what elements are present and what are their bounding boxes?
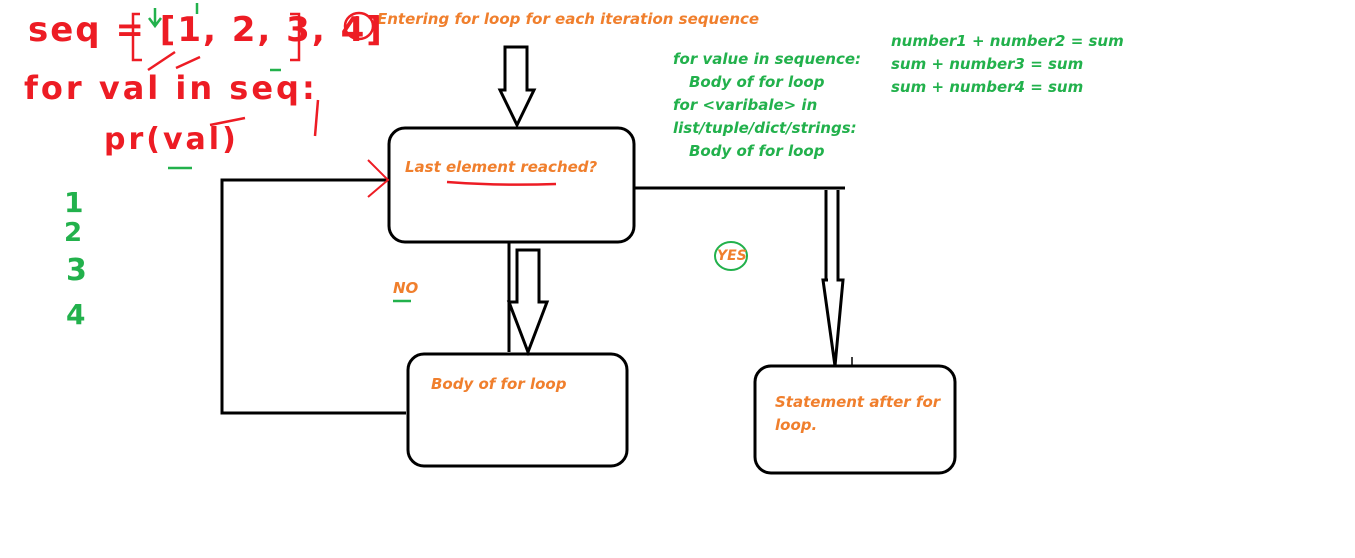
element-underline bbox=[446, 180, 557, 186]
syntax-line: for value in sequence: bbox=[673, 50, 862, 68]
output-value: 2 bbox=[64, 218, 83, 248]
body-label: Body of for loop bbox=[431, 375, 567, 393]
entry-arrow bbox=[497, 45, 537, 129]
after-loop-label-line1: Statement after for bbox=[775, 393, 941, 411]
code-line-2: for val in seq: bbox=[24, 69, 318, 107]
syntax-line: Body of for loop bbox=[689, 142, 825, 160]
output-value: 3 bbox=[66, 253, 87, 288]
syntax-line: Body of for loop bbox=[689, 73, 825, 91]
sum-line: sum + number3 = sum bbox=[891, 55, 1084, 73]
yes-branch-arrow bbox=[821, 190, 845, 367]
output-value: 1 bbox=[64, 186, 84, 219]
syntax-line: for <varibale> in bbox=[673, 96, 818, 114]
after-loop-box bbox=[753, 364, 957, 475]
code-line-3: pr(val) bbox=[104, 122, 239, 157]
title-annotation: Entering for loop for each iteration seq… bbox=[377, 10, 760, 28]
output-value: 4 bbox=[66, 298, 86, 331]
no-branch-arrow bbox=[506, 243, 550, 357]
decision-box bbox=[387, 126, 636, 244]
code-line-1: seq = [1, 2, 3, 4] bbox=[28, 10, 384, 50]
loop-back-arrowhead bbox=[367, 159, 390, 198]
loop-back-line bbox=[220, 178, 406, 415]
yes-label: YES bbox=[717, 248, 747, 264]
syntax-line: list/tuple/dict/strings: bbox=[673, 119, 857, 137]
yes-circle bbox=[714, 241, 748, 271]
no-label: NO bbox=[393, 279, 419, 297]
handwritten-marks bbox=[131, 3, 320, 170]
circled-one-icon bbox=[343, 11, 375, 41]
after-loop-label-line2: loop. bbox=[775, 416, 818, 434]
body-box bbox=[406, 352, 629, 468]
decision-label: Last element reached? bbox=[405, 158, 598, 176]
sum-line: sum + number4 = sum bbox=[891, 78, 1084, 96]
sum-line: number1 + number2 = sum bbox=[891, 32, 1124, 50]
